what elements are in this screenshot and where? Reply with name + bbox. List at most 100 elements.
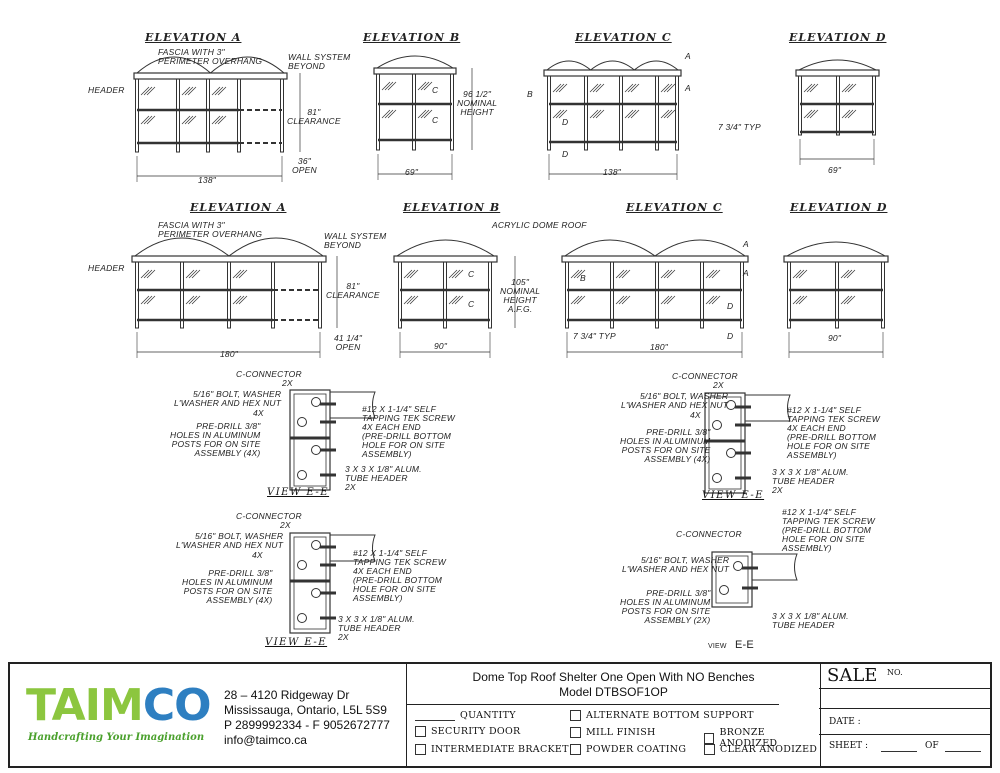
glass-hatch: [185, 295, 195, 305]
glass-hatch: [558, 83, 568, 93]
roof-fascia: [783, 255, 889, 263]
fascia-label: FASCIA WITH 3" PERIMETER OVERHANG: [158, 220, 263, 239]
header-label: HEADER: [88, 263, 125, 273]
section-c-label: C: [432, 115, 439, 125]
intermediate-bracket-checkbox[interactable]: INTERMEDIATE BRACKET: [415, 744, 569, 755]
width-label: 138": [603, 167, 621, 177]
post: [176, 78, 180, 153]
glass-hatch: [708, 295, 718, 305]
glass-hatch: [660, 295, 670, 305]
bolt-hole: [297, 470, 307, 480]
width-label: 180": [220, 349, 238, 359]
post: [655, 75, 659, 151]
glass-hatch: [803, 83, 813, 93]
glass-hatch: [806, 109, 816, 119]
quantity-field[interactable]: QUANTITY: [415, 710, 516, 721]
c-connector: [293, 393, 327, 487]
glass-hatch: [792, 269, 802, 279]
title-block: TAIMCO Handcrafting Your Imagination 28 …: [8, 662, 992, 768]
glass-hatch: [406, 269, 416, 279]
post: [798, 75, 802, 136]
section-a-label: A: [685, 83, 691, 93]
glass-hatch: [624, 83, 634, 93]
section-d-label: D: [727, 301, 734, 311]
glass-hatch: [618, 295, 628, 305]
glass-hatch: [552, 83, 562, 93]
fascia-label: FASCIA WITH 3" PERIMETER OVERHANG: [158, 47, 263, 66]
sheet-total-field[interactable]: [945, 751, 981, 752]
glass-hatch: [417, 81, 427, 91]
powder-coating-checkbox[interactable]: POWDER COATING: [570, 744, 686, 755]
elevation-d-title: ELEVATION D: [789, 31, 887, 44]
predrill-label: PRE-DRILL 3/8" HOLES IN ALUMINUM POSTS F…: [620, 427, 711, 464]
glass-hatch: [140, 269, 150, 279]
sheet-number-field[interactable]: [881, 751, 917, 752]
glass-hatch: [844, 109, 854, 119]
glass-hatch: [211, 115, 221, 125]
predrill-label: PRE-DRILL 3/8" HOLES IN ALUMINUM POSTS F…: [620, 588, 711, 625]
glass-hatch: [615, 295, 625, 305]
post: [271, 261, 275, 329]
drawing-title: Dome Top Roof Shelter One Open With NO B…: [407, 670, 820, 700]
header-label: HEADER: [88, 85, 125, 95]
roof-fascia: [795, 69, 880, 77]
glass-hatch: [705, 269, 715, 279]
section-a-label: A: [743, 239, 749, 249]
glass-hatch: [217, 115, 227, 125]
elevation-c-title: ELEVATION C: [626, 201, 723, 214]
c-connector-label: C-CONNECTOR: [236, 369, 302, 379]
glass-hatch: [627, 109, 637, 119]
security-door-checkbox[interactable]: SECURITY DOOR: [415, 726, 521, 737]
glass-hatch: [570, 269, 580, 279]
clearance-label: 81" CLEARANCE: [287, 107, 341, 126]
glass-hatch: [809, 109, 819, 119]
date-field[interactable]: DATE :: [829, 717, 861, 727]
post: [881, 261, 885, 329]
glass-hatch: [576, 295, 586, 305]
acrylic-dome: [634, 60, 679, 71]
view-id: E-E: [735, 639, 754, 651]
screw-label: #12 X 1-1/4" SELF TAPPING TEK SCREW 4X E…: [362, 404, 455, 459]
acrylic-dome: [564, 239, 656, 257]
glass-hatch: [666, 83, 676, 93]
glass-hatch: [795, 295, 805, 305]
sale-no-label[interactable]: NO.: [887, 668, 903, 677]
glass-hatch: [711, 295, 721, 305]
post: [135, 261, 139, 329]
bolt-hole: [712, 420, 722, 430]
glass-hatch: [451, 295, 461, 305]
sale-label: SALE: [827, 665, 878, 686]
glass-hatch: [140, 295, 150, 305]
glass-hatch: [214, 86, 224, 96]
width-label: 90": [828, 333, 842, 343]
bronze-anodized-checkbox[interactable]: BRONZE ANODIZED: [704, 727, 820, 749]
bolt-hole: [719, 585, 729, 595]
bolt-hole: [297, 560, 307, 570]
post: [655, 261, 659, 329]
c-connector: [708, 396, 742, 490]
post: [227, 261, 231, 329]
post: [872, 75, 876, 136]
view-e-e-label: VIEW E-E: [702, 490, 765, 501]
c-connector-label: C-CONNECTOR: [236, 511, 302, 521]
clear-anodized-checkbox[interactable]: CLEAR ANODIZED: [704, 744, 817, 755]
post: [376, 73, 380, 151]
mill-finish-checkbox[interactable]: MILL FINISH: [570, 727, 656, 738]
glass-hatch: [232, 295, 242, 305]
glass-hatch: [387, 81, 397, 91]
bolt-hole: [297, 613, 307, 623]
elevation-c-title: ELEVATION C: [575, 31, 672, 44]
post: [610, 261, 614, 329]
glass-hatch: [184, 86, 194, 96]
acrylic-dome: [590, 60, 635, 71]
post: [547, 75, 551, 151]
glass-hatch: [663, 269, 673, 279]
open-label: 36" OPEN: [292, 156, 317, 175]
alternate-bottom-support-checkbox[interactable]: ALTERNATE BOTTOM SUPPORT: [570, 710, 754, 721]
model-number: Model DTBSOF1OP: [559, 685, 668, 699]
post: [787, 261, 791, 329]
post: [412, 73, 416, 151]
post: [836, 75, 840, 136]
height-label: 105" NOMINAL HEIGHT A.F.G.: [500, 277, 541, 314]
